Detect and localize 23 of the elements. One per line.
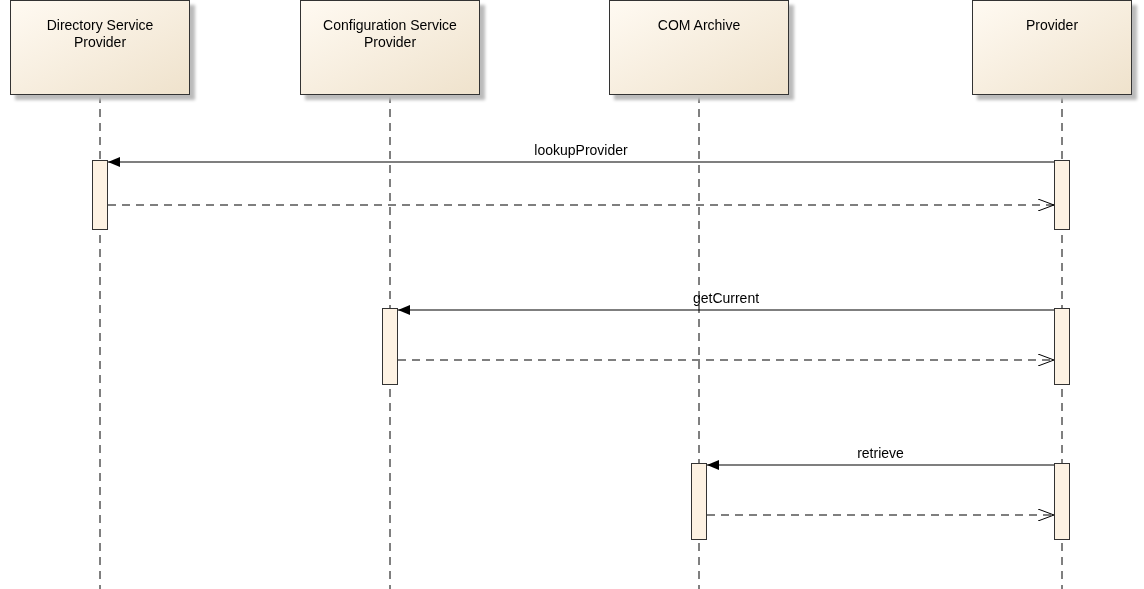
lifeline-head xyxy=(609,0,789,95)
message-label: lookupProvider xyxy=(534,142,628,158)
participant-name: Directory Service Provider xyxy=(45,17,155,51)
message-label: retrieve xyxy=(857,445,904,461)
participant-name: COM Archive xyxy=(657,17,741,34)
activation-bar xyxy=(1054,308,1070,385)
activation-bar xyxy=(1054,160,1070,230)
activation-bar xyxy=(1054,463,1070,540)
return-message-arrow xyxy=(706,508,1055,522)
activation-bar xyxy=(691,463,707,540)
return-message-arrow xyxy=(397,353,1055,367)
activation-bar xyxy=(382,308,398,385)
participant-name: Provider xyxy=(1025,17,1079,34)
message-arrow xyxy=(107,157,1055,167)
participant-name: Configuration Service Provider xyxy=(323,17,457,51)
message-arrow xyxy=(706,460,1055,470)
activation-bar xyxy=(92,160,108,230)
message-label: getCurrent xyxy=(692,290,760,306)
lifeline-head xyxy=(972,0,1132,95)
lifeline-head xyxy=(300,0,480,95)
message-arrow xyxy=(397,305,1055,315)
return-message-arrow xyxy=(107,198,1055,212)
lifeline-head xyxy=(10,0,190,95)
